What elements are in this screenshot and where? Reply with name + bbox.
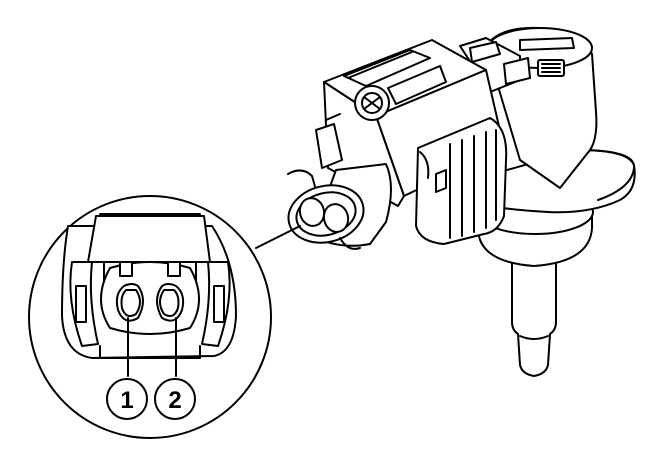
callout-2: 2 bbox=[154, 378, 196, 420]
callout-1: 1 bbox=[106, 378, 148, 420]
sensor-body bbox=[459, 26, 598, 189]
leader-line bbox=[255, 225, 301, 249]
callout-2-label: 2 bbox=[168, 387, 181, 414]
callout-1-label: 1 bbox=[120, 387, 133, 414]
connector-nose bbox=[287, 163, 392, 250]
pin-cavity-1 bbox=[115, 283, 144, 322]
detail-view bbox=[28, 195, 272, 439]
pin-cavity-2 bbox=[156, 283, 185, 322]
sensor-probe bbox=[511, 257, 557, 377]
